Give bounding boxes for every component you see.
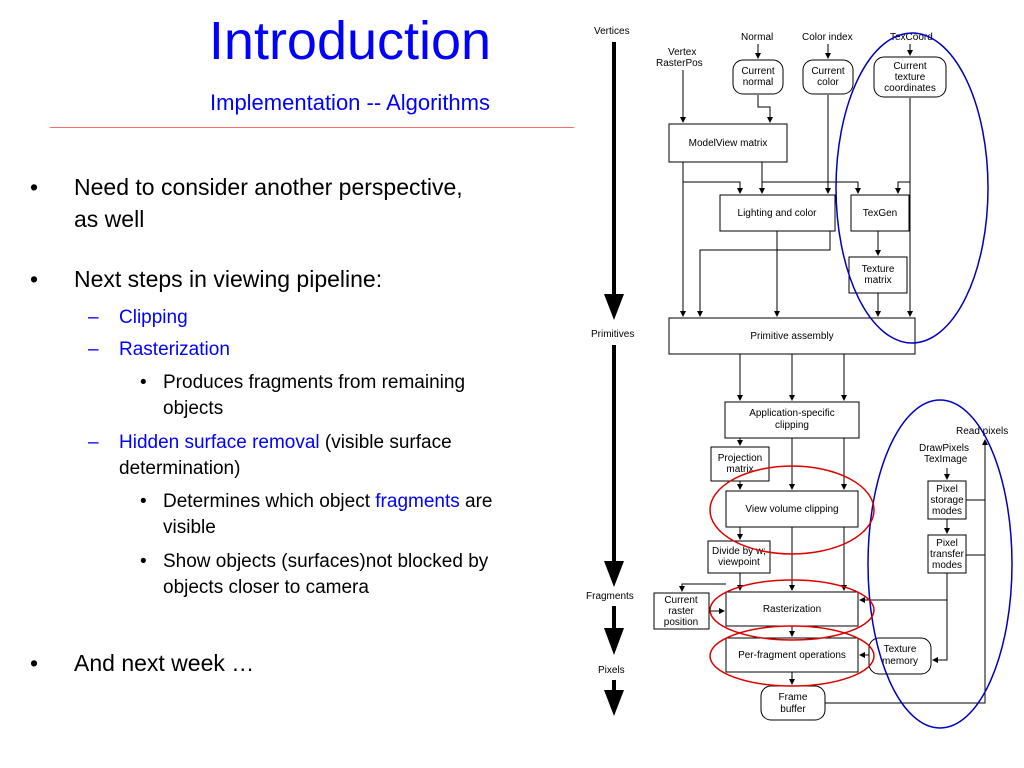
sub-sub-bullet-show-objects-cont: objects closer to camera	[163, 577, 369, 598]
divide-viewpoint-text: Divide by w;	[712, 546, 766, 557]
projection-matrix-text: Projection	[718, 453, 762, 464]
highlight-ellipse-rasterization	[709, 579, 875, 641]
sub-sub-bullet-show-objects: Show objects (surfaces)not blocked by	[163, 551, 489, 572]
current-normal-text: normal	[743, 77, 774, 88]
teximage-label: TexImage	[924, 454, 968, 465]
current-texcoords-box	[873, 56, 947, 98]
title-divider	[50, 127, 574, 128]
label-vertex: Vertex	[668, 47, 696, 58]
divide-viewpoint-text: viewpoint	[718, 557, 760, 568]
slide-title: Introduction	[208, 11, 492, 71]
drawpixels-label: DrawPixels	[919, 443, 969, 454]
app-clipping-box	[724, 401, 860, 439]
sub-bullet-hsr: Hidden surface removal (visible surface	[119, 430, 452, 455]
lighting-box	[719, 194, 836, 232]
determines-text: Determines which object	[163, 491, 376, 512]
current-raster-position-box	[653, 592, 710, 630]
label-normal: Normal	[741, 32, 773, 43]
sub-sub-bullet-fragments-cont: objects	[163, 398, 224, 419]
stage-label-fragments: Fragments	[586, 591, 634, 602]
bullet-marker: •	[30, 650, 39, 676]
primitive-assembly-box	[668, 317, 916, 355]
pixel-transfer-text: transfer	[930, 549, 965, 560]
primitive-assembly-text: Primitive assembly	[750, 331, 833, 342]
pixel-storage-text: storage	[930, 495, 964, 506]
view-volume-clipping-text: View volume clipping	[745, 504, 838, 515]
fragments-highlight: fragments	[375, 491, 460, 512]
current-color-text: Current	[811, 66, 845, 77]
current-normal-text: Current	[741, 66, 775, 77]
projection-matrix-text: matrix	[726, 464, 753, 475]
bullet-next-steps: Next steps in viewing pipeline:	[74, 266, 383, 292]
highlight-ellipse-texture	[835, 32, 989, 344]
texture-memory-box	[868, 637, 932, 675]
rasterization-text: Rasterization	[763, 604, 821, 615]
bullet-perspective-cont: as well	[74, 206, 145, 232]
texgen-text: TexGen	[863, 208, 897, 219]
sub-bullet-hsr-cont: determination)	[119, 458, 241, 479]
bullet-marker: •	[30, 266, 39, 292]
label-texcoord: TexCoord	[890, 32, 933, 43]
stage-arrows	[604, 42, 624, 716]
current-texcoords-text: coordinates	[884, 83, 936, 94]
highlight-ellipse-per-fragment	[709, 625, 875, 687]
highlight-ellipse-clipping	[709, 465, 875, 555]
bullet-marker: •	[140, 551, 147, 572]
modelview-matrix-text: ModelView matrix	[689, 138, 768, 149]
bullet-marker: •	[140, 372, 147, 393]
pipeline-connectors	[679, 44, 988, 704]
dash-marker: –	[88, 307, 99, 328]
dash-marker: –	[88, 339, 99, 360]
current-color-box	[802, 59, 854, 95]
texgen-box	[850, 194, 910, 232]
bullet-marker: •	[30, 174, 39, 200]
app-clipping-text: clipping	[775, 420, 809, 431]
current-texcoords-text: Current	[893, 61, 927, 72]
hsr-rest: (visible surface	[319, 432, 452, 453]
frame-buffer-text: buffer	[780, 704, 806, 715]
hsr-highlight: Hidden surface removal	[119, 432, 320, 453]
sub-bullet-clipping: Clipping	[119, 307, 188, 328]
pixel-transfer-text: Pixel	[936, 538, 958, 549]
per-fragment-text: Per-fragment operations	[738, 650, 846, 661]
view-volume-clipping-box	[725, 490, 859, 528]
bullet-perspective: Need to consider another perspective,	[74, 174, 463, 200]
label-color-index: Color index	[802, 32, 853, 43]
current-texcoords-text: texture	[895, 72, 926, 83]
determines-end: are	[459, 491, 493, 512]
current-normal-box	[732, 59, 784, 95]
texture-memory-text: memory	[882, 656, 918, 667]
modelview-matrix-box	[668, 123, 788, 163]
lighting-text: Lighting and color	[738, 208, 818, 219]
texture-matrix-text: Texture	[862, 264, 895, 275]
pixel-storage-text: modes	[932, 506, 962, 517]
bullet-next-week: And next week …	[74, 650, 255, 676]
texture-memory-text: Texture	[884, 644, 917, 655]
pixel-storage-text: Pixel	[936, 484, 958, 495]
current-color-text: color	[817, 77, 839, 88]
sub-sub-bullet-determines: Determines which object fragments are	[163, 489, 493, 514]
label-rasterpos: RasterPos	[656, 58, 703, 69]
sub-sub-bullet-determines-cont: visible	[163, 517, 216, 538]
stage-label-vertices: Vertices	[594, 26, 630, 37]
highlight-ellipse-pixels	[867, 399, 1013, 729]
divide-viewpoint-box	[707, 540, 771, 574]
sub-sub-bullet-fragments: Produces fragments from remaining	[163, 372, 466, 393]
app-clipping-text: Application-specific	[749, 408, 835, 419]
raster-position-text: position	[664, 617, 698, 628]
texture-matrix-text: matrix	[864, 275, 891, 286]
frame-buffer-text: Frame	[779, 692, 808, 703]
stage-label-pixels: Pixels	[598, 665, 625, 676]
slide-subtitle: Implementation -- Algorithms	[210, 90, 490, 115]
raster-position-text: Current	[664, 595, 698, 606]
stage-label-primitives: Primitives	[591, 329, 634, 340]
pixel-transfer-text: modes	[932, 560, 962, 571]
bullet-marker: •	[140, 491, 147, 512]
sub-bullet-rasterization: Rasterization	[119, 339, 230, 360]
rasterization-box	[725, 591, 859, 627]
pixel-storage-box	[927, 480, 967, 520]
raster-position-text: raster	[668, 606, 694, 617]
dash-marker: –	[88, 432, 99, 453]
